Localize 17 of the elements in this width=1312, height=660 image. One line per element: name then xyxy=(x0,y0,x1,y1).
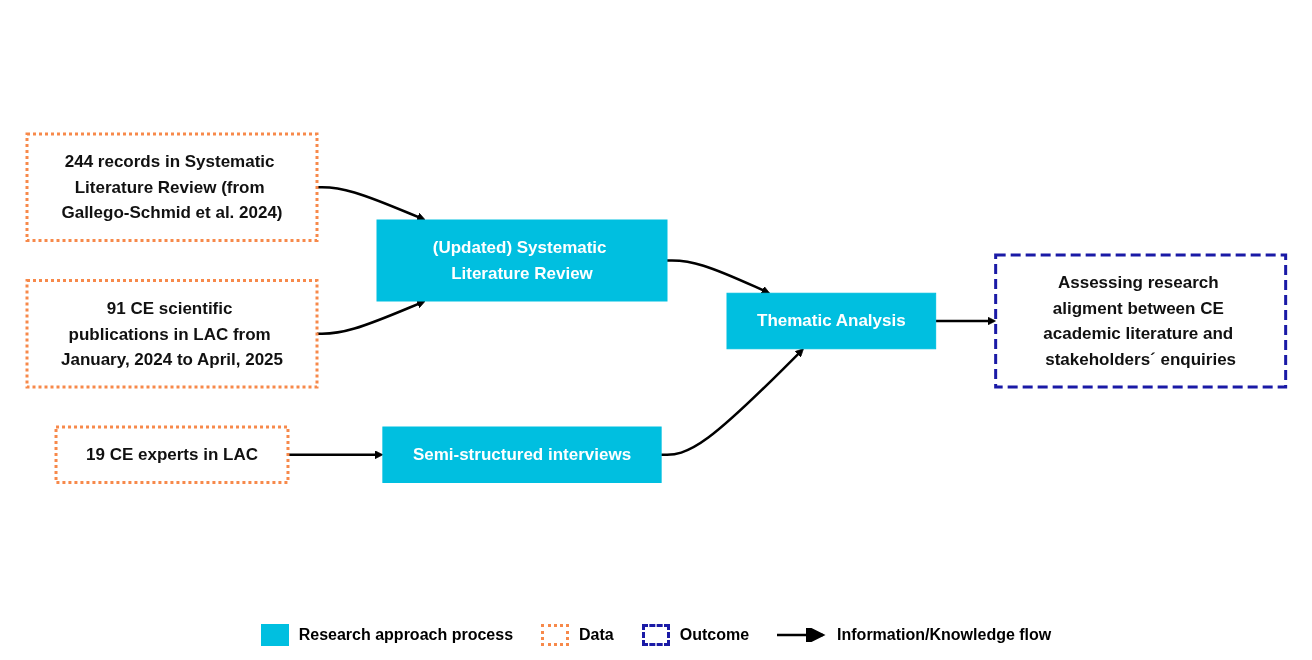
arrow xyxy=(666,259,770,294)
arrow xyxy=(935,316,996,326)
node-box: (Updated) Systematic Literature Review xyxy=(376,219,668,302)
node-box: 19 CE experts in LAC xyxy=(54,425,290,484)
legend-label: Data xyxy=(579,626,614,644)
node-box: Semi-structured interviews xyxy=(382,426,662,483)
legend-label: Research approach process xyxy=(298,626,514,644)
arrow xyxy=(287,450,383,459)
node-box: 91 CE scientific publications in LAC from January, 2024 to April, 2025 xyxy=(25,278,319,389)
arrow xyxy=(316,299,426,335)
node-box: Assessing research aligment between CE academic literature and stakeholders´ enquiries xyxy=(993,253,1287,389)
node-box: Thematic Analysis xyxy=(726,292,936,349)
legend-label: Outcome xyxy=(679,626,750,644)
legend-label: Information/Knowledge flow xyxy=(837,626,1052,644)
arrow xyxy=(316,185,426,221)
node-box: 244 records in Systematic Literature Review (from Gallego-Schmid et al. 2024) xyxy=(25,132,319,242)
arrow xyxy=(660,348,804,456)
